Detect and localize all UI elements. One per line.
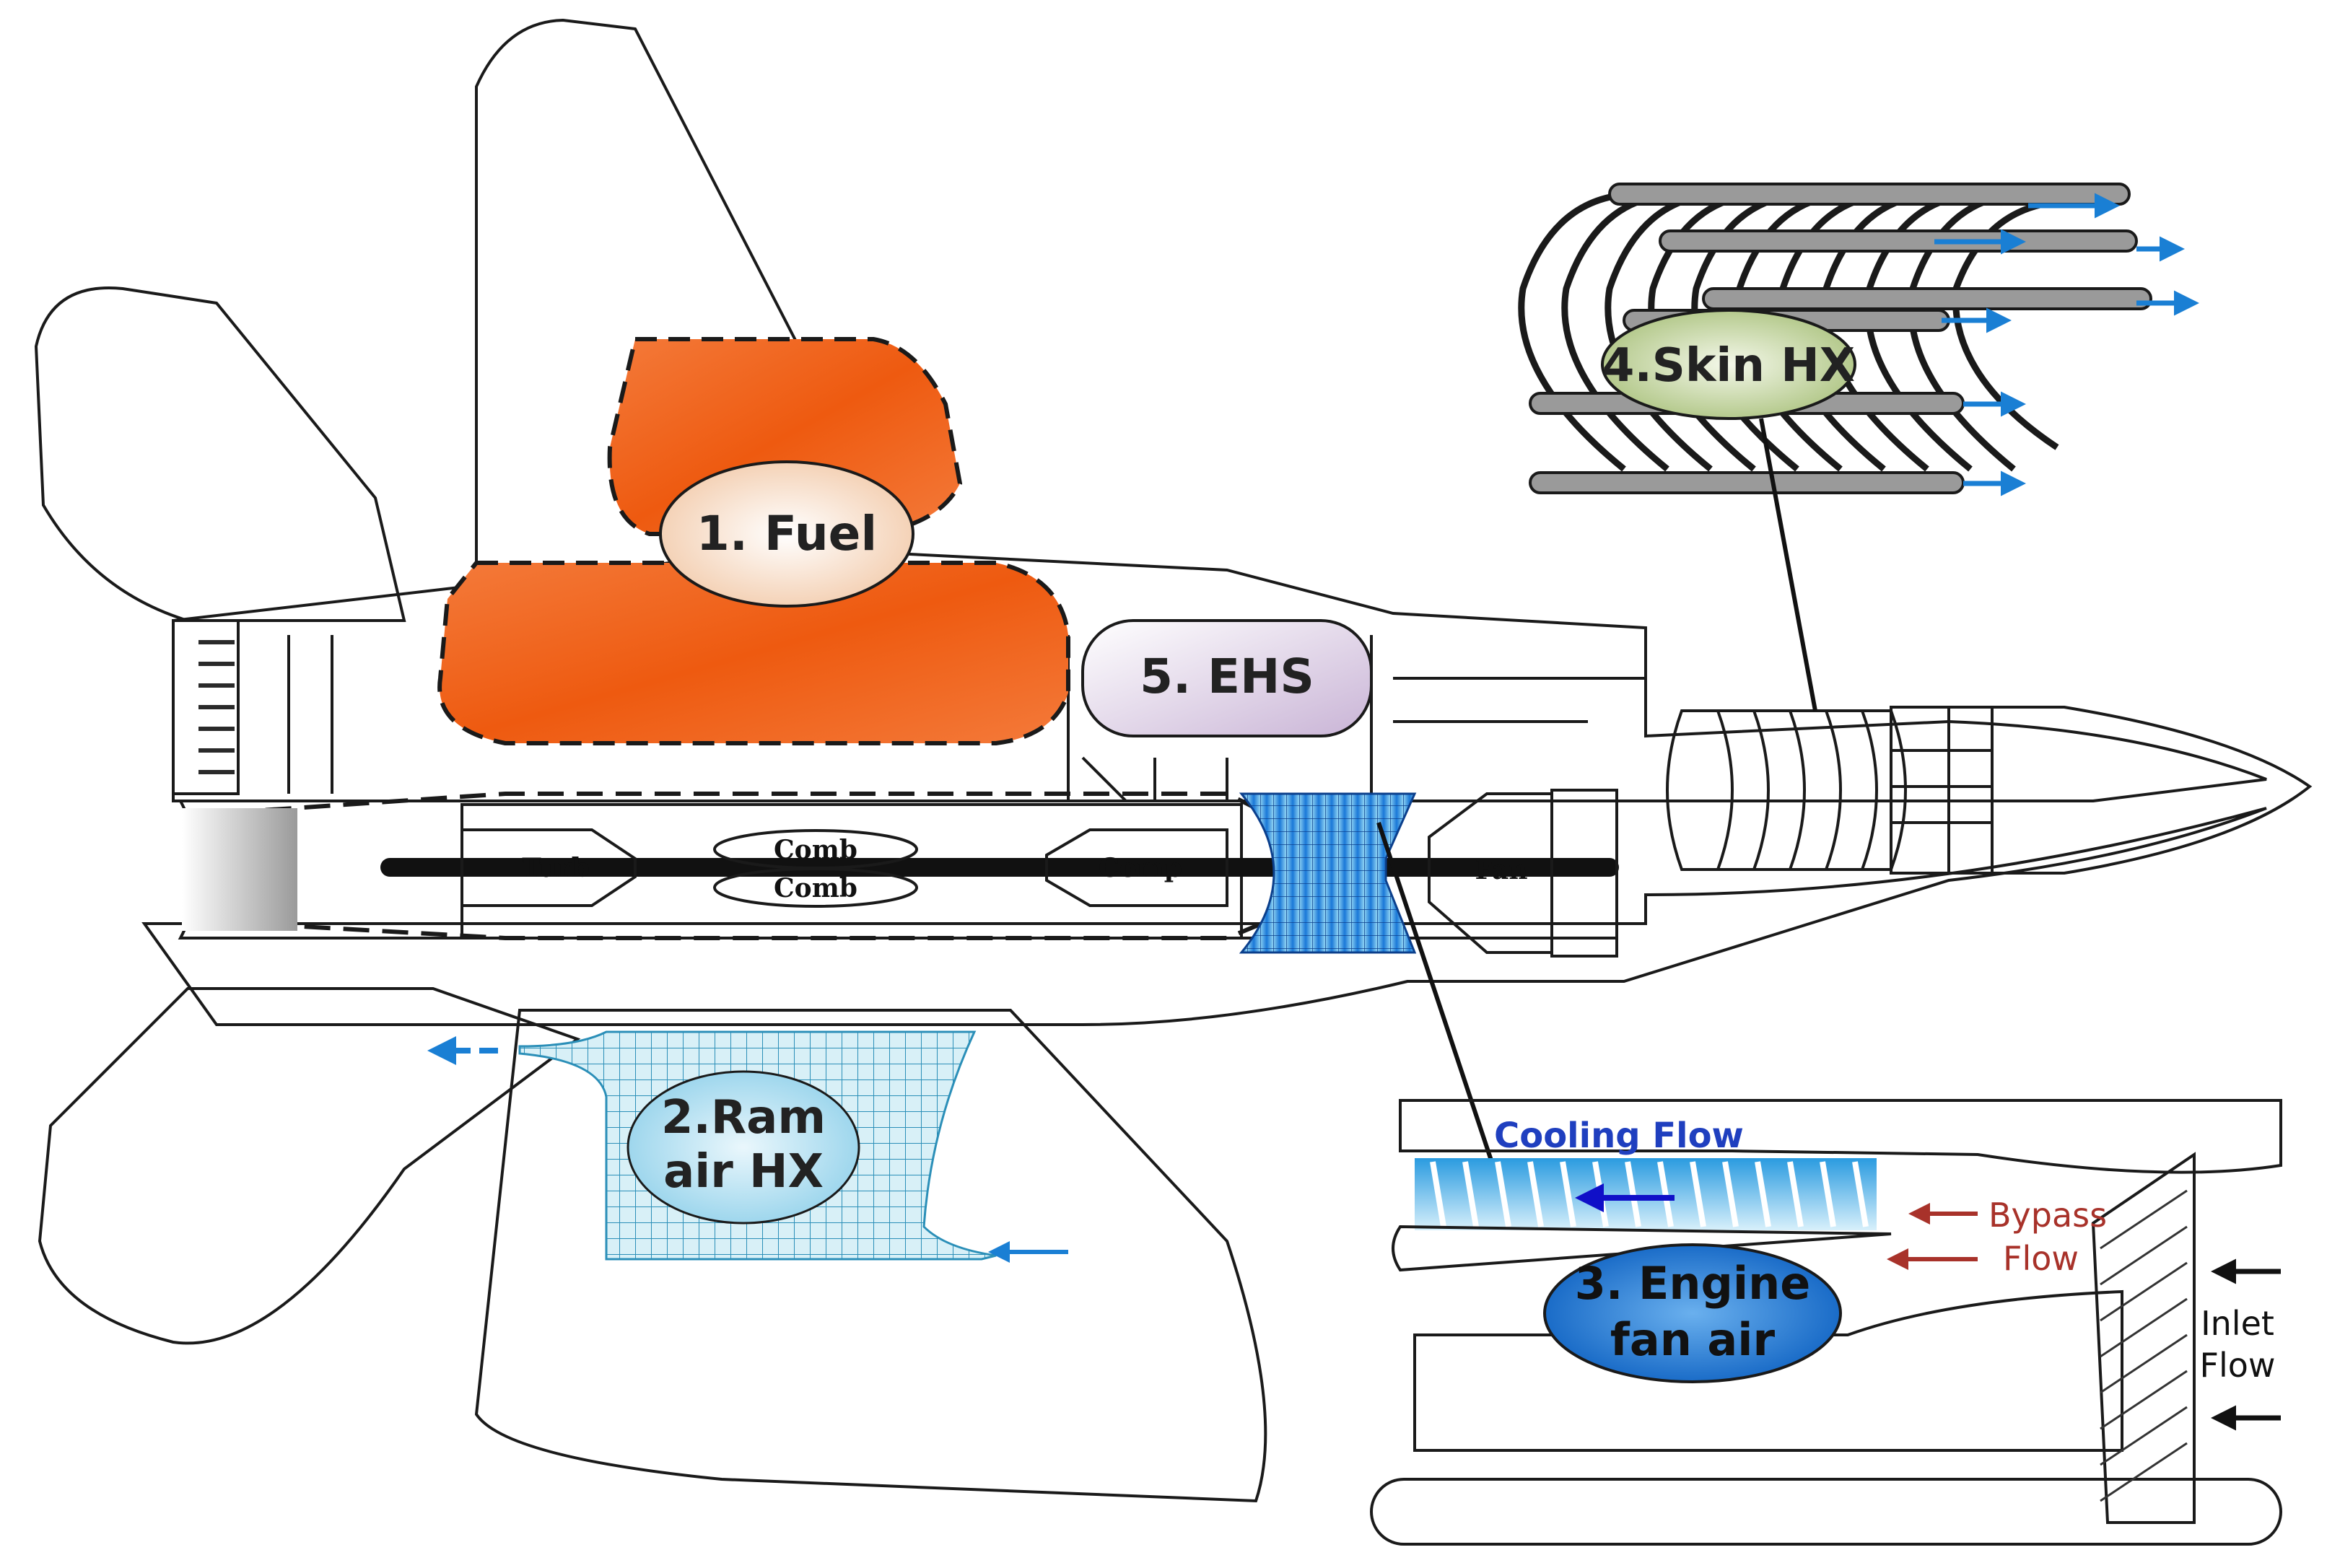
combustor-bottom [713, 867, 918, 908]
ehs-label: 5. EHS [1140, 649, 1314, 704]
outer-duct [1399, 1099, 2282, 1174]
ehs-box [1081, 619, 1373, 737]
bypass-label-line2: Flow [2003, 1239, 2079, 1278]
combustor-bottom-label: Comb [774, 873, 857, 903]
fan-label: Fan [1475, 855, 1527, 885]
core-housing [1413, 1289, 2123, 1452]
inlet-blade-lines [2100, 1189, 2188, 1502]
skin-hx-flow-arrows [1934, 193, 2199, 496]
lower-wing [474, 1009, 1267, 1503]
inlet-label-line2: Flow [2199, 1346, 2275, 1385]
exhaust [182, 808, 297, 931]
combustor-top-label: Comb [774, 835, 857, 865]
cooling-fin-lines [1430, 1161, 1869, 1227]
nose-cone [1890, 706, 2313, 875]
skin-label: 4.Skin HX [1602, 339, 1855, 393]
vent-slats [198, 640, 235, 774]
fan-heat-exchanger [1239, 792, 1417, 954]
lower-fuselage [141, 807, 2267, 1026]
engine-inset: Cooling Flow Bypass Flow Inlet Flow 3. E… [1370, 1099, 2282, 1546]
fuel-label: 1. Fuel [697, 506, 877, 561]
cooling-flow-label: Cooling Flow [1494, 1116, 1744, 1156]
ram-label-line2: air HX [663, 1145, 824, 1199]
inlet-blade [2091, 1152, 2196, 1524]
nose-panels [1891, 707, 1994, 873]
fuel-oval [659, 460, 914, 608]
skin-hx-rings [1666, 709, 1907, 871]
upper-tail [34, 286, 406, 622]
compressor-block [1045, 828, 1228, 907]
skin-oval [1601, 309, 1856, 420]
turbine-block [460, 828, 637, 907]
engine-label-line1: 3. Engine [1575, 1257, 1811, 1310]
core-base [1370, 1478, 2282, 1546]
fuel-tank-lower [437, 561, 1070, 745]
bypass-label-line1: Bypass [1988, 1196, 2107, 1235]
ram-oval [626, 1070, 860, 1225]
compressor-label: Comp [1099, 853, 1182, 883]
splitter [1392, 1225, 1892, 1272]
upper-panel-block [172, 619, 240, 795]
lower-tail [38, 987, 581, 1345]
turbine-label: Turb [522, 853, 590, 883]
engine-leader-line [1376, 822, 1496, 1170]
ram-label-line1: 2.Ram [661, 1091, 826, 1144]
cooling-fins [1415, 1158, 1877, 1230]
aircraft: Turb Comb Comb Comp Fan 1. Fuel 5. EHS [34, 18, 2313, 1503]
inlet-label-line1: Inlet [2201, 1304, 2274, 1343]
upper-fuselage [172, 546, 2267, 802]
compressor-combustion-label: Compressor & combustion [1479, 1383, 2071, 1436]
engine-label-line2: fan air [1610, 1313, 1776, 1366]
skin-leader-line [1759, 418, 1817, 711]
engine-oval [1543, 1243, 1842, 1383]
fan-housing [1550, 789, 1618, 958]
fuselage-details [287, 635, 1646, 802]
